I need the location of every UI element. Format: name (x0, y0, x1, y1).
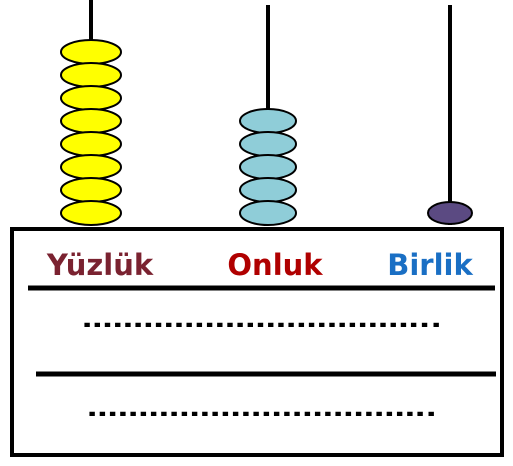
bead-tens (239, 154, 297, 180)
bead-hundreds (60, 200, 122, 226)
bead-hundreds (60, 85, 122, 111)
bead-ones (427, 201, 473, 225)
beads-hundreds (60, 39, 122, 226)
bead-tens (239, 177, 297, 203)
label-tens: Onluk (227, 248, 323, 282)
bead-tens (239, 131, 297, 157)
bead-hundreds (60, 62, 122, 88)
bead-hundreds (60, 154, 122, 180)
label-ones: Birlik (387, 248, 473, 282)
abacus-base (10, 227, 504, 457)
answer-dots-1: …………………………….. (82, 308, 442, 333)
beads-ones (427, 201, 473, 225)
bead-hundreds (60, 131, 122, 157)
label-hundreds: Yüzlük (46, 248, 154, 282)
beads-tens (239, 108, 297, 226)
bead-tens (239, 200, 297, 226)
bead-hundreds (60, 39, 122, 65)
bead-hundreds (60, 108, 122, 134)
answer-dots-2: ……………………………. (87, 397, 437, 422)
bead-tens (239, 108, 297, 134)
bead-hundreds (60, 177, 122, 203)
